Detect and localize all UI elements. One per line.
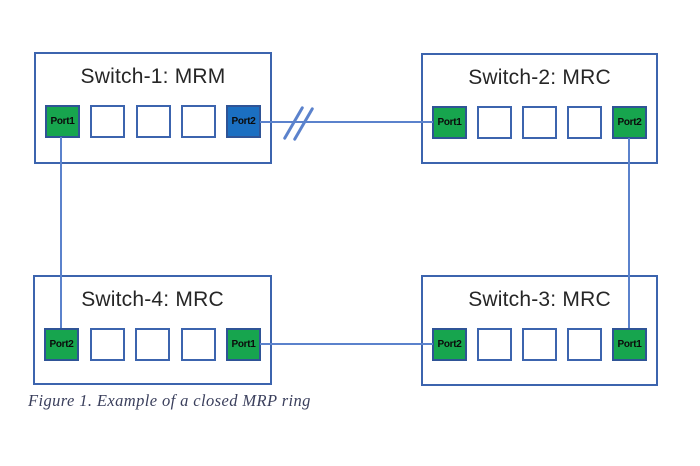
switch-4-empty-port — [89, 328, 125, 361]
switch-4-box: Switch-4: MRC Port2 Port1 — [33, 275, 272, 385]
switch-3-box: Switch-3: MRC Port2 Port1 — [421, 275, 658, 386]
switch-4-empty-port — [135, 328, 170, 361]
switch-1-ports: Port1 Port2 — [36, 105, 270, 138]
switch-3-empty-port — [522, 328, 557, 361]
link-s1port2-s2port1 — [260, 121, 433, 123]
switch-2-ports: Port1 Port2 — [423, 106, 656, 139]
link-s4port1-s3port2 — [260, 343, 433, 345]
switch-2-empty-port — [567, 106, 602, 139]
switch-4-port1: Port1 — [226, 328, 261, 361]
switch-2-title: Switch-2: MRC — [468, 66, 611, 89]
switch-2-empty-port — [522, 106, 557, 139]
switch-2-empty-port — [477, 106, 512, 139]
switch-3-title: Switch-3: MRC — [468, 288, 611, 311]
switch-2-port1: Port1 — [432, 106, 467, 139]
switch-4-ports: Port2 Port1 — [35, 328, 270, 361]
link-s2port2-s3port1 — [628, 138, 630, 328]
switch-1-port1: Port1 — [45, 105, 80, 138]
figure-caption: Figure 1. Example of a closed MRP ring — [28, 391, 311, 410]
switch-1-empty-port — [135, 105, 171, 138]
switch-3-port1: Port1 — [612, 328, 647, 361]
switch-3-empty-port — [567, 328, 602, 361]
switch-3-port2: Port2 — [432, 328, 467, 361]
switch-3-ports: Port2 Port1 — [423, 328, 656, 361]
switch-2-port2: Port2 — [612, 106, 647, 139]
switch-3-empty-port — [477, 328, 512, 361]
switch-1-box: Switch-1: MRM Port1 Port2 — [34, 52, 272, 164]
switch-4-empty-port — [180, 328, 216, 361]
switch-1-port2: Port2 — [226, 105, 261, 138]
link-break-mark-icon — [292, 106, 315, 142]
switch-4-title: Switch-4: MRC — [81, 288, 224, 311]
switch-1-empty-port — [180, 105, 216, 138]
switch-1-empty-port — [90, 105, 126, 138]
switch-1-title: Switch-1: MRM — [80, 65, 226, 88]
link-s1port1-s4port2 — [60, 137, 62, 328]
switch-2-box: Switch-2: MRC Port1 Port2 — [421, 53, 658, 164]
switch-4-port2: Port2 — [44, 328, 79, 361]
